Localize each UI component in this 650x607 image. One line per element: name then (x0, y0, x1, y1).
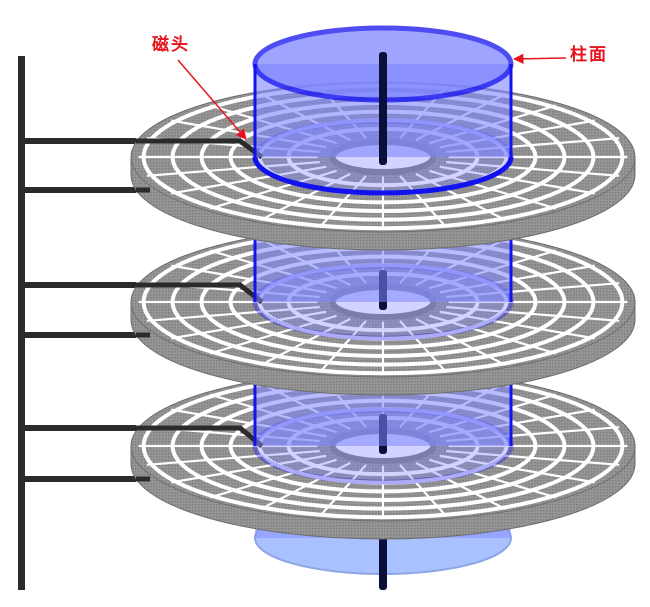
sector-line-3-8 (318, 464, 367, 518)
sector-line-3-11 (171, 454, 327, 484)
sector-line-2-8 (318, 320, 367, 374)
sector-line-2-9 (260, 317, 351, 366)
sector-line-2-10 (209, 314, 337, 355)
sector-line-3-12 (146, 449, 320, 466)
sector-line-1-4 (429, 169, 557, 210)
sector-line-1-3 (439, 165, 595, 195)
head-label: 磁头 (152, 35, 190, 55)
sector-line-1-8 (318, 175, 367, 229)
sector-line-3-4 (429, 458, 557, 499)
sector-line-1-9 (260, 172, 351, 221)
actuator-arm-3 (18, 282, 136, 288)
actuator-post (18, 56, 25, 590)
sector-line-2-11 (171, 310, 327, 340)
sector-line-3-10 (209, 458, 337, 499)
actuator-arm-5 (18, 425, 136, 431)
sector-line-3-6 (399, 464, 448, 518)
sector-line-1-5 (415, 172, 506, 221)
cylinder-label: 柱面 (570, 45, 608, 65)
sector-line-2-5 (415, 317, 506, 366)
sector-line-1-12 (146, 160, 320, 177)
actuator-arm-6 (18, 476, 136, 482)
cylinder-pointer-arrow (512, 53, 567, 65)
sector-line-1-2 (446, 160, 620, 177)
actuator-arm-4 (18, 332, 136, 338)
sector-line-3-2 (446, 449, 620, 466)
sector-line-1-6 (399, 175, 448, 229)
sector-line-3-3 (439, 454, 595, 484)
sector-line-1-11 (171, 165, 327, 195)
actuator-arm-1 (18, 138, 136, 144)
head-pointer-arrow (177, 59, 247, 140)
sector-line-2-3 (439, 310, 595, 340)
sector-line-2-2 (446, 305, 620, 322)
spindle-top (379, 52, 387, 162)
sector-line-1-10 (209, 169, 337, 210)
sector-line-3-9 (260, 461, 351, 510)
sector-line-2-4 (429, 314, 557, 355)
cylinder-front-arc-top (252, 156, 514, 196)
sector-line-2-6 (399, 320, 448, 374)
actuator-arm-2 (18, 187, 136, 193)
sector-line-2-12 (146, 305, 320, 322)
sector-line-3-5 (415, 461, 506, 510)
cylinder-top-group (252, 25, 514, 196)
